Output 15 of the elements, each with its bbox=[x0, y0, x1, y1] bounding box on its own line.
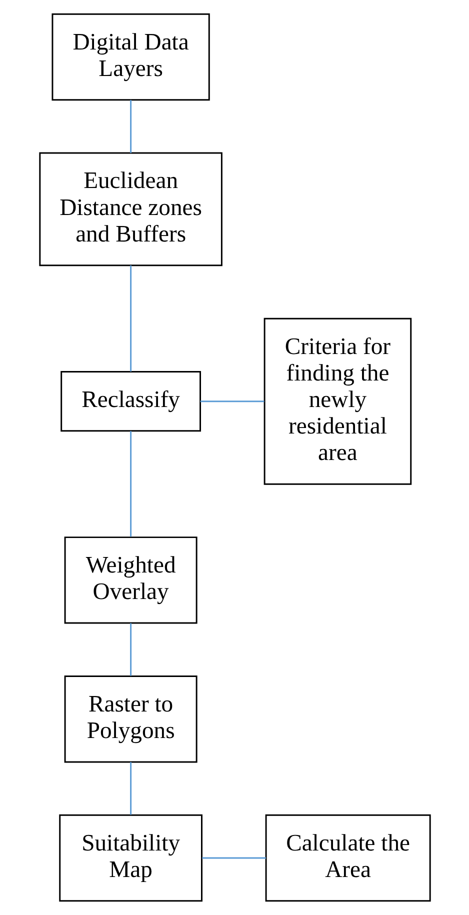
node-box: Weighted Overlay bbox=[64, 536, 197, 624]
node-box: Suitability Map bbox=[58, 814, 202, 902]
node-box: Digital Data Layers bbox=[51, 13, 210, 101]
node-box: Raster to Polygons bbox=[64, 676, 197, 763]
connector bbox=[130, 100, 132, 153]
node-box: Euclidean Distance zones and Buffers bbox=[38, 152, 222, 266]
connector bbox=[200, 400, 264, 402]
connector bbox=[130, 431, 132, 537]
connector bbox=[130, 623, 132, 676]
node-box: Reclassify bbox=[60, 371, 201, 432]
node-box: Criteria for finding the newly residential area bbox=[263, 318, 412, 485]
connector bbox=[130, 762, 132, 815]
connector bbox=[130, 265, 132, 372]
connector bbox=[202, 857, 266, 859]
node-box: Calculate the Area bbox=[264, 814, 430, 902]
